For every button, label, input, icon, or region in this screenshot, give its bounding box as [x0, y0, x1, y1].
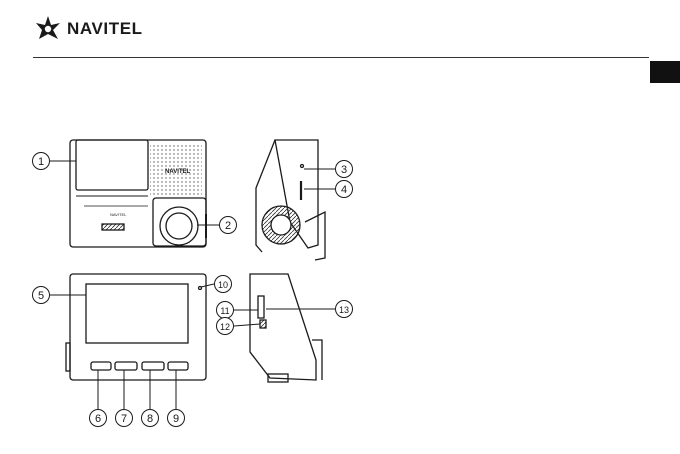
- front-view: NAVITEL NAVITEL: [70, 140, 206, 247]
- callout-number: 5: [38, 290, 44, 302]
- side-view-top: [256, 140, 325, 260]
- callout-number: 12: [220, 322, 230, 332]
- callout-number: 7: [121, 413, 127, 425]
- callout-number: 10: [218, 280, 228, 290]
- callout-number: 6: [95, 413, 101, 425]
- back-view: [66, 274, 206, 380]
- callout-number: 13: [339, 305, 349, 315]
- badge-label: NAVITEL: [110, 212, 127, 217]
- callout-number: 8: [147, 413, 153, 425]
- callout-number: 9: [173, 413, 179, 425]
- callout-number: 1: [38, 156, 44, 168]
- callout-number: 4: [341, 184, 347, 196]
- callout-number: 3: [341, 164, 347, 176]
- side-view-bottom: [250, 274, 322, 382]
- callout-number: 2: [225, 220, 231, 232]
- callout-number: 11: [220, 306, 229, 316]
- front-brand-label: NAVITEL: [165, 169, 191, 175]
